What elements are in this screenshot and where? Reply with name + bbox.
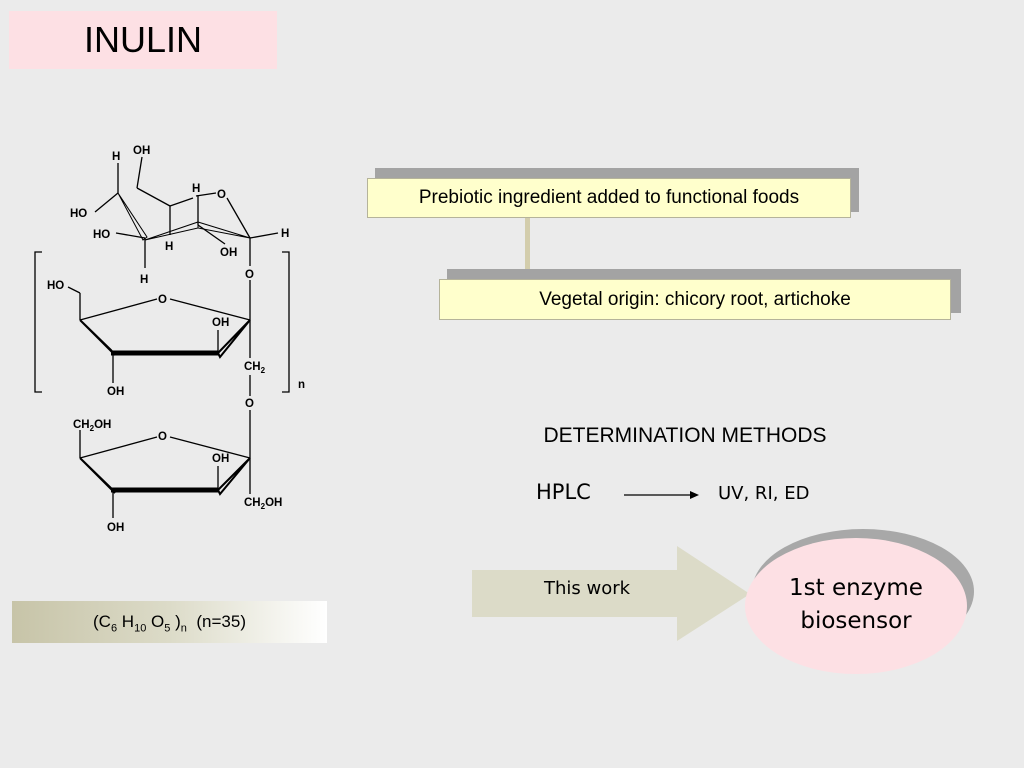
atom-label: OH bbox=[107, 386, 124, 398]
bond bbox=[136, 156, 143, 189]
atom-label: n bbox=[298, 379, 305, 391]
callout-origin: Vegetal origin: chicory root, artichoke bbox=[439, 279, 951, 320]
bond bbox=[67, 286, 81, 294]
bond bbox=[79, 436, 158, 459]
bond-wedge bbox=[216, 319, 251, 359]
bond-wedge bbox=[144, 221, 199, 241]
this-work-label: This work bbox=[543, 578, 631, 599]
atom-label: O bbox=[158, 294, 167, 306]
atom-label: H bbox=[281, 228, 289, 240]
methods-heading: DETERMINATION METHODS bbox=[543, 424, 827, 447]
atom-label: OH bbox=[133, 145, 150, 157]
bond bbox=[249, 232, 279, 239]
atom-label: O bbox=[158, 431, 167, 443]
bond-wedge bbox=[216, 457, 251, 496]
atom-label: H bbox=[140, 274, 148, 286]
atom-label: CH2 bbox=[244, 361, 266, 375]
bond bbox=[195, 192, 217, 197]
bond bbox=[115, 232, 146, 239]
atom-label: HO bbox=[47, 280, 64, 292]
bond-wedge bbox=[117, 192, 148, 241]
bond bbox=[136, 187, 171, 207]
atom-label: OH bbox=[212, 317, 229, 329]
bond bbox=[169, 436, 251, 459]
molecular-formula: (C6 H10 O5 )n (n=35) bbox=[93, 612, 246, 635]
detectors-label: UV, RI, ED bbox=[718, 483, 810, 504]
result-text: 1st enzyme biosensor bbox=[745, 572, 967, 638]
callout-prebiotic: Prebiotic ingredient added to functional… bbox=[367, 178, 851, 218]
result-ellipse bbox=[745, 538, 967, 674]
bond bbox=[169, 298, 251, 321]
hplc-label: HPLC bbox=[536, 480, 591, 504]
atom-label: H bbox=[192, 183, 200, 195]
bond bbox=[197, 224, 226, 245]
callout-connector bbox=[525, 214, 530, 280]
atom-label: CH2OH bbox=[73, 419, 111, 433]
block-arrow-icon bbox=[472, 546, 750, 641]
result-line: 1st enzyme bbox=[789, 575, 923, 601]
formula-box: (C6 H10 O5 )n (n=35) bbox=[12, 601, 327, 643]
atom-label: O bbox=[245, 269, 254, 281]
inulin-structure: OH H HO H O HO H OH H H O HO O OH OH CH2… bbox=[34, 145, 305, 534]
result-line: biosensor bbox=[800, 608, 912, 634]
bond-wedge bbox=[79, 319, 116, 356]
atom-label: HO bbox=[93, 229, 110, 241]
bond bbox=[94, 192, 119, 213]
atom-label: HO bbox=[70, 208, 87, 220]
bond-wedge bbox=[79, 457, 116, 494]
bond bbox=[79, 298, 158, 321]
atom-label: OH bbox=[107, 522, 124, 534]
bond bbox=[169, 197, 194, 207]
atom-label: O bbox=[217, 189, 226, 201]
atom-label: H bbox=[165, 241, 173, 253]
slide-title: INULIN bbox=[83, 19, 203, 60]
atom-label: OH bbox=[212, 453, 229, 465]
right-arrow-icon bbox=[624, 491, 699, 499]
atom-label: CH2OH bbox=[244, 497, 282, 511]
bond bbox=[226, 197, 251, 239]
bracket-right bbox=[282, 251, 290, 393]
bracket-left bbox=[34, 251, 42, 393]
atom-label: H bbox=[112, 151, 120, 163]
atom-label: O bbox=[245, 398, 254, 410]
atom-label: OH bbox=[220, 247, 237, 259]
title-box: INULIN bbox=[9, 11, 277, 69]
